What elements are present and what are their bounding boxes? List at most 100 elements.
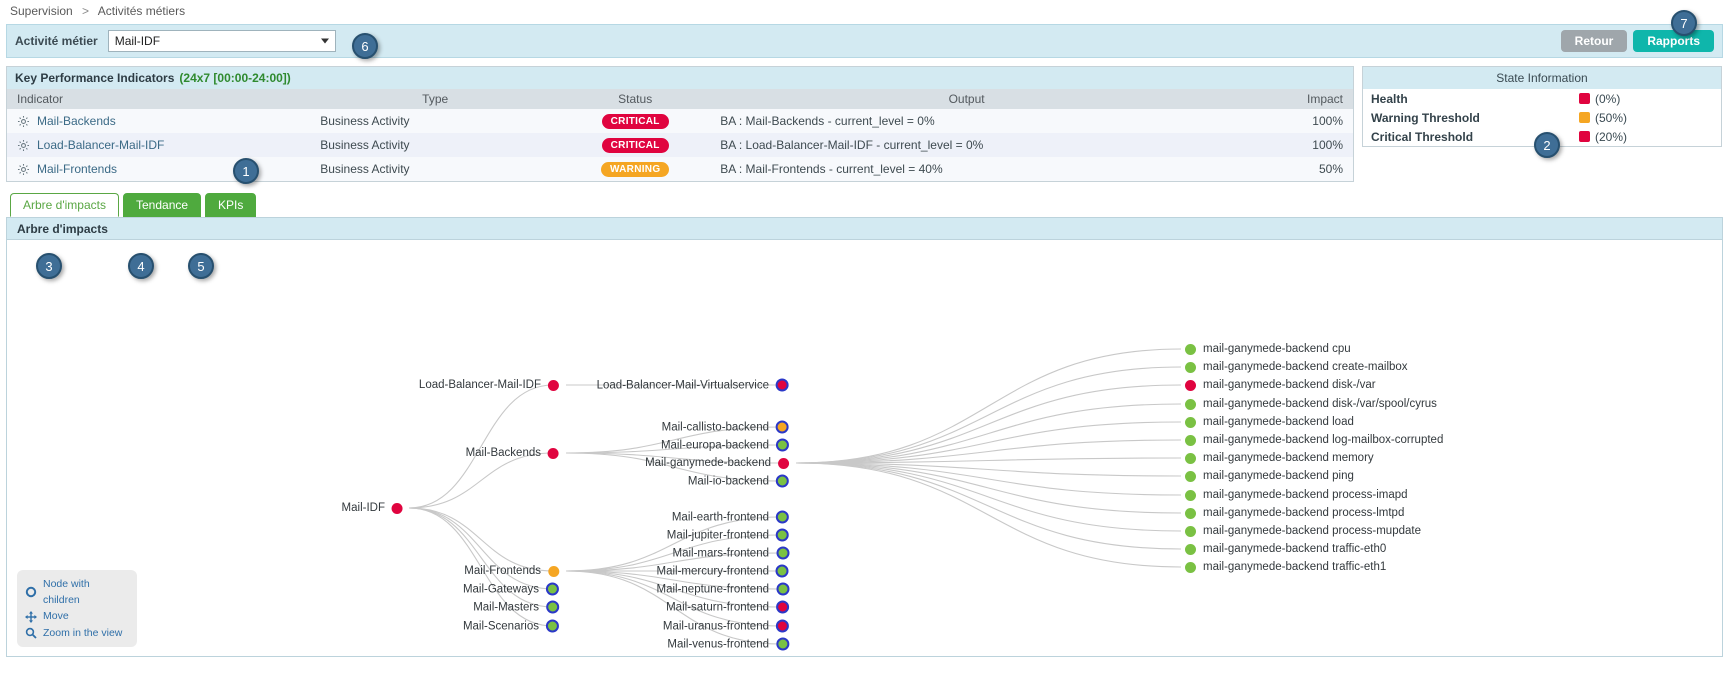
tab-arbre-d-impacts[interactable]: Arbre d'impacts [10,193,119,217]
state-row: Health(0%) [1363,89,1721,108]
tree-node[interactable]: mail-ganymede-backend load [1185,416,1354,428]
tree-node-label: Mail-io-backend [687,475,769,487]
impact-tree-canvas[interactable]: Node with children Move Zoom in [7,240,1722,656]
breadcrumb-current[interactable]: Activités métiers [97,4,186,18]
tree-node[interactable]: Mail-callisto-backend [662,420,789,434]
tree-node[interactable]: Mail-ganymede-backend [645,457,789,469]
tree-link [408,507,554,627]
tree-node-label: Mail-uranus-frontend [662,620,769,632]
kpi-panel-schedule: (24x7 [00:00-24:00]) [179,71,291,85]
tree-link [795,462,1182,568]
tree-node-label: mail-ganymede-backend log-mailbox-corrup… [1203,434,1444,446]
tree-link [565,426,782,454]
tree-node[interactable]: mail-ganymede-backend create-mailbox [1185,361,1408,373]
tree-node-label: mail-ganymede-backend process-mupdate [1203,525,1421,537]
tree-node[interactable]: mail-ganymede-backend process-lmtpd [1185,507,1404,519]
status-dot-icon [546,619,559,633]
tree-node[interactable]: mail-ganymede-backend disk-/var/spool/cy… [1185,398,1437,410]
status-dot-icon [776,637,789,651]
kpi-indicator-link[interactable]: Load-Balancer-Mail-IDF [37,138,165,152]
tree-node[interactable]: Mail-uranus-frontend [662,619,789,633]
tree-node[interactable]: mail-ganymede-backend ping [1185,470,1354,482]
tab-tendance[interactable]: Tendance [123,193,202,217]
status-dot-icon [776,619,789,633]
tree-node[interactable]: Mail-Masters [473,600,559,614]
tree-link [795,384,1182,464]
kpi-table: Indicator Type Status Output Impact Mail… [7,89,1353,181]
kpi-panel-title: Key Performance Indicators [15,71,175,85]
kpi-cell-type: Business Activity [310,157,561,181]
status-dot-icon [776,420,789,434]
tree-node[interactable]: mail-ganymede-backend traffic-eth1 [1185,561,1386,573]
tree-node[interactable]: Mail-venus-frontend [667,637,789,651]
tree-node[interactable]: Mail-Frontends [464,565,559,577]
tree-link [408,452,554,509]
status-dot-icon [548,379,559,391]
tree-node-label: Mail-mercury-frontend [656,565,769,577]
breadcrumb-root[interactable]: Supervision [10,4,73,18]
tree-node-label: Mail-earth-frontend [671,511,769,523]
status-dot-icon [776,474,789,488]
gear-icon [17,139,30,152]
kpi-col-output: Output [710,89,1223,109]
tree-node[interactable]: Mail-Scenarios [463,619,559,633]
status-dot-icon [1185,489,1196,501]
kpi-indicator-link[interactable]: Mail-Backends [37,114,116,128]
tree-node[interactable]: Mail-europa-backend [661,438,789,452]
impact-tree-header: Arbre d'impacts [7,218,1722,240]
tree-node[interactable]: Mail-Gateways [463,582,559,596]
tree-node-label: mail-ganymede-backend ping [1203,470,1354,482]
tree-link [795,457,1182,464]
tree-node[interactable]: mail-ganymede-backend memory [1185,452,1374,464]
tree-node-label: mail-ganymede-backend traffic-eth1 [1203,561,1387,573]
tree-link [565,570,782,645]
tree-link [565,452,782,464]
activity-select-value: Mail-IDF [114,34,161,48]
tree-node[interactable]: Mail-Backends [466,447,559,459]
tree-node[interactable]: mail-ganymede-backend traffic-eth0 [1185,543,1386,555]
tree-link [565,552,782,572]
callout-2: 2 [1534,132,1560,158]
tree-node-label: Mail-ganymede-backend [645,457,771,469]
tree-node[interactable]: mail-ganymede-backend cpu [1185,343,1351,355]
tree-node[interactable]: mail-ganymede-backend process-imapd [1185,489,1408,501]
tree-node[interactable]: mail-ganymede-backend log-mailbox-corrup… [1185,434,1443,446]
kpi-indicator-link[interactable]: Mail-Frontends [37,162,118,176]
tree-link [565,570,782,627]
tree-node[interactable]: Mail-mercury-frontend [656,564,789,578]
tree-node-label: Mail-Backends [465,447,541,459]
status-dot-icon [778,457,789,469]
status-dot-icon [1185,561,1196,573]
tab-kpis[interactable]: KPIs [205,193,257,217]
tree-node[interactable]: Mail-saturn-frontend [666,600,789,614]
activity-select[interactable]: Mail-IDF [107,30,336,52]
kpi-cell-type: Business Activity [310,133,561,157]
legend-label-2: Zoom in the view [43,626,123,639]
kpi-col-status: Status [560,89,711,109]
kpi-panel: Key Performance Indicators (24x7 [00:00-… [6,66,1354,182]
tree-node[interactable]: Mail-io-backend [687,474,789,488]
tree-node[interactable]: Mail-jupiter-frontend [667,528,789,542]
tree-node-label: mail-ganymede-backend process-imapd [1203,489,1408,501]
tree-link [795,439,1182,464]
state-value: (0%) [1571,89,1721,108]
reports-button[interactable]: Rapports [1633,30,1714,52]
state-value: (20%) [1571,127,1721,146]
tree-node[interactable]: Mail-earth-frontend [671,510,789,524]
tree-node[interactable]: Load-Balancer-Mail-IDF [419,379,559,391]
tree-node[interactable]: Mail-IDF [342,502,403,514]
tree-node[interactable]: mail-ganymede-backend disk-/var [1185,379,1376,391]
tree-node[interactable]: Load-Balancer-Mail-Virtualservice [597,378,789,392]
back-button[interactable]: Retour [1560,30,1628,52]
state-value: (50%) [1571,108,1721,127]
status-dot-icon [1185,343,1196,355]
toolbar: Activité métier Mail-IDF Retour Rapports [6,24,1723,58]
tree-node[interactable]: mail-ganymede-backend process-mupdate [1185,525,1421,537]
tree-node[interactable]: Mail-mars-frontend [673,546,789,560]
tree-node[interactable]: Mail-neptune-frontend [656,582,789,596]
callout-7: 7 [1671,10,1697,36]
